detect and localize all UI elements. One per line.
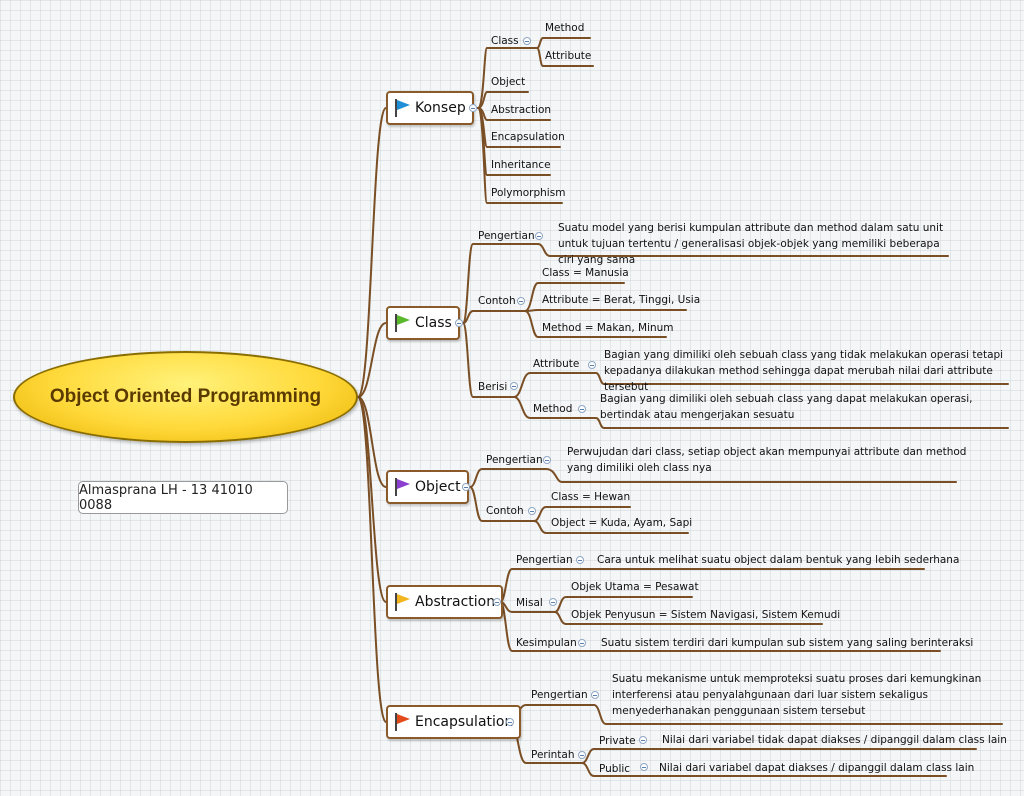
collapse-icon[interactable] (588, 361, 596, 369)
collapse-icon[interactable] (506, 718, 514, 726)
class-method-node[interactable]: Method (533, 403, 573, 415)
class-pengertian-text: Suatu model yang berisi kumpulan attribu… (558, 222, 944, 266)
abstraction-kesimpulan-node[interactable]: Kesimpulan (516, 637, 577, 649)
encapsulation-private-node[interactable]: Private (599, 735, 636, 747)
class-contoh-2[interactable]: Attribute = Berat, Tinggi, Usia (542, 294, 701, 306)
topic-object[interactable]: Object (386, 470, 469, 504)
object-pengertian-node[interactable]: Pengertian (486, 454, 543, 466)
class-contoh-3[interactable]: Method = Makan, Minum (542, 322, 674, 334)
topic-label: Konsep (415, 100, 466, 116)
konsep-inheritance-node[interactable]: Inheritance (491, 159, 551, 171)
flag-icon (395, 314, 410, 332)
collapse-icon[interactable] (578, 751, 586, 759)
flag-icon (395, 713, 410, 731)
collapse-icon[interactable] (591, 691, 599, 699)
abstraction-misal-1[interactable]: Objek Utama = Pesawat (571, 581, 699, 593)
collapse-icon[interactable] (543, 456, 551, 464)
collapse-icon[interactable] (517, 297, 525, 305)
flag-icon (395, 99, 410, 117)
object-pengertian-text: Perwujudan dari class, setiap object aka… (567, 446, 967, 474)
encapsulation-public-text: Nilai dari variabel dapat diakses / dipa… (659, 762, 975, 774)
collapse-icon[interactable] (535, 232, 543, 240)
abstraction-kesimpulan-text: Suatu sistem terdiri dari kumpulan sub s… (601, 637, 974, 649)
author-label: Almasprana LH - 13 41010 0088 (78, 481, 288, 514)
flag-icon (395, 593, 410, 611)
topic-konsep[interactable]: Konsep (386, 91, 474, 125)
topic-label: Class (415, 315, 452, 331)
topic-encapsulation[interactable]: Encapsulation (386, 705, 522, 739)
collapse-icon[interactable] (549, 598, 557, 606)
class-contoh-1[interactable]: Class = Manusia (542, 267, 629, 279)
abstraction-pengertian-text: Cara untuk melihat suatu object dalam be… (597, 554, 960, 566)
collapse-icon[interactable] (528, 507, 536, 515)
collapse-icon[interactable] (493, 598, 501, 606)
abstraction-misal-2[interactable]: Objek Penyusun = Sistem Navigasi, Sistem… (571, 609, 841, 621)
encapsulation-private-text: Nilai dari variabel tidak dapat diakses … (662, 734, 1007, 746)
encapsulation-pengertian-text: Suatu mekanisme untuk memproteksi suatu … (612, 673, 982, 717)
topic-abstraction[interactable]: Abstraction (386, 585, 504, 619)
collapse-icon[interactable] (639, 736, 647, 744)
collapse-icon[interactable] (578, 639, 586, 647)
konsep-method-node[interactable]: Method (545, 22, 585, 34)
class-attribute-text: Bagian yang dimiliki oleh sebuah class y… (604, 349, 1004, 393)
central-topic[interactable]: Object Oriented Programming (13, 351, 358, 443)
encapsulation-perintah-node[interactable]: Perintah (531, 749, 575, 761)
class-contoh-node[interactable]: Contoh (478, 295, 516, 307)
collapse-icon[interactable] (523, 37, 531, 45)
encapsulation-pengertian-node[interactable]: Pengertian (531, 689, 588, 701)
class-berisi-node[interactable]: Berisi (478, 381, 508, 393)
collapse-icon[interactable] (469, 104, 477, 112)
topic-label: Encapsulation (415, 714, 514, 730)
object-contoh-node[interactable]: Contoh (486, 505, 524, 517)
class-pengertian-node[interactable]: Pengertian (478, 230, 535, 242)
collapse-icon[interactable] (455, 319, 463, 327)
collapse-icon[interactable] (576, 556, 584, 564)
topic-label: Abstraction (415, 594, 496, 610)
topic-label: Object (415, 479, 461, 495)
object-contoh-1[interactable]: Class = Hewan (551, 491, 631, 503)
abstraction-pengertian-node[interactable]: Pengertian (516, 554, 573, 566)
collapse-icon[interactable] (640, 763, 648, 771)
konsep-class-node[interactable]: Class (491, 35, 519, 47)
object-contoh-2[interactable]: Object = Kuda, Ayam, Sapi (551, 517, 693, 529)
collapse-icon[interactable] (510, 382, 518, 390)
class-method-text: Bagian yang dimiliki oleh sebuah class y… (600, 393, 973, 421)
konsep-encapsulation-node[interactable]: Encapsulation (491, 131, 565, 143)
collapse-icon[interactable] (578, 405, 586, 413)
class-attribute-node[interactable]: Attribute (533, 358, 580, 370)
encapsulation-public-node[interactable]: Public (599, 763, 631, 775)
abstraction-misal-node[interactable]: Misal (516, 597, 543, 609)
flag-icon (395, 478, 410, 496)
konsep-attribute-node[interactable]: Attribute (545, 50, 592, 62)
topic-class[interactable]: Class (386, 306, 460, 340)
collapse-icon[interactable] (462, 483, 470, 491)
konsep-abstraction-node[interactable]: Abstraction (491, 104, 552, 116)
konsep-polymorphism-node[interactable]: Polymorphism (491, 187, 566, 199)
konsep-object-node[interactable]: Object (491, 76, 526, 88)
